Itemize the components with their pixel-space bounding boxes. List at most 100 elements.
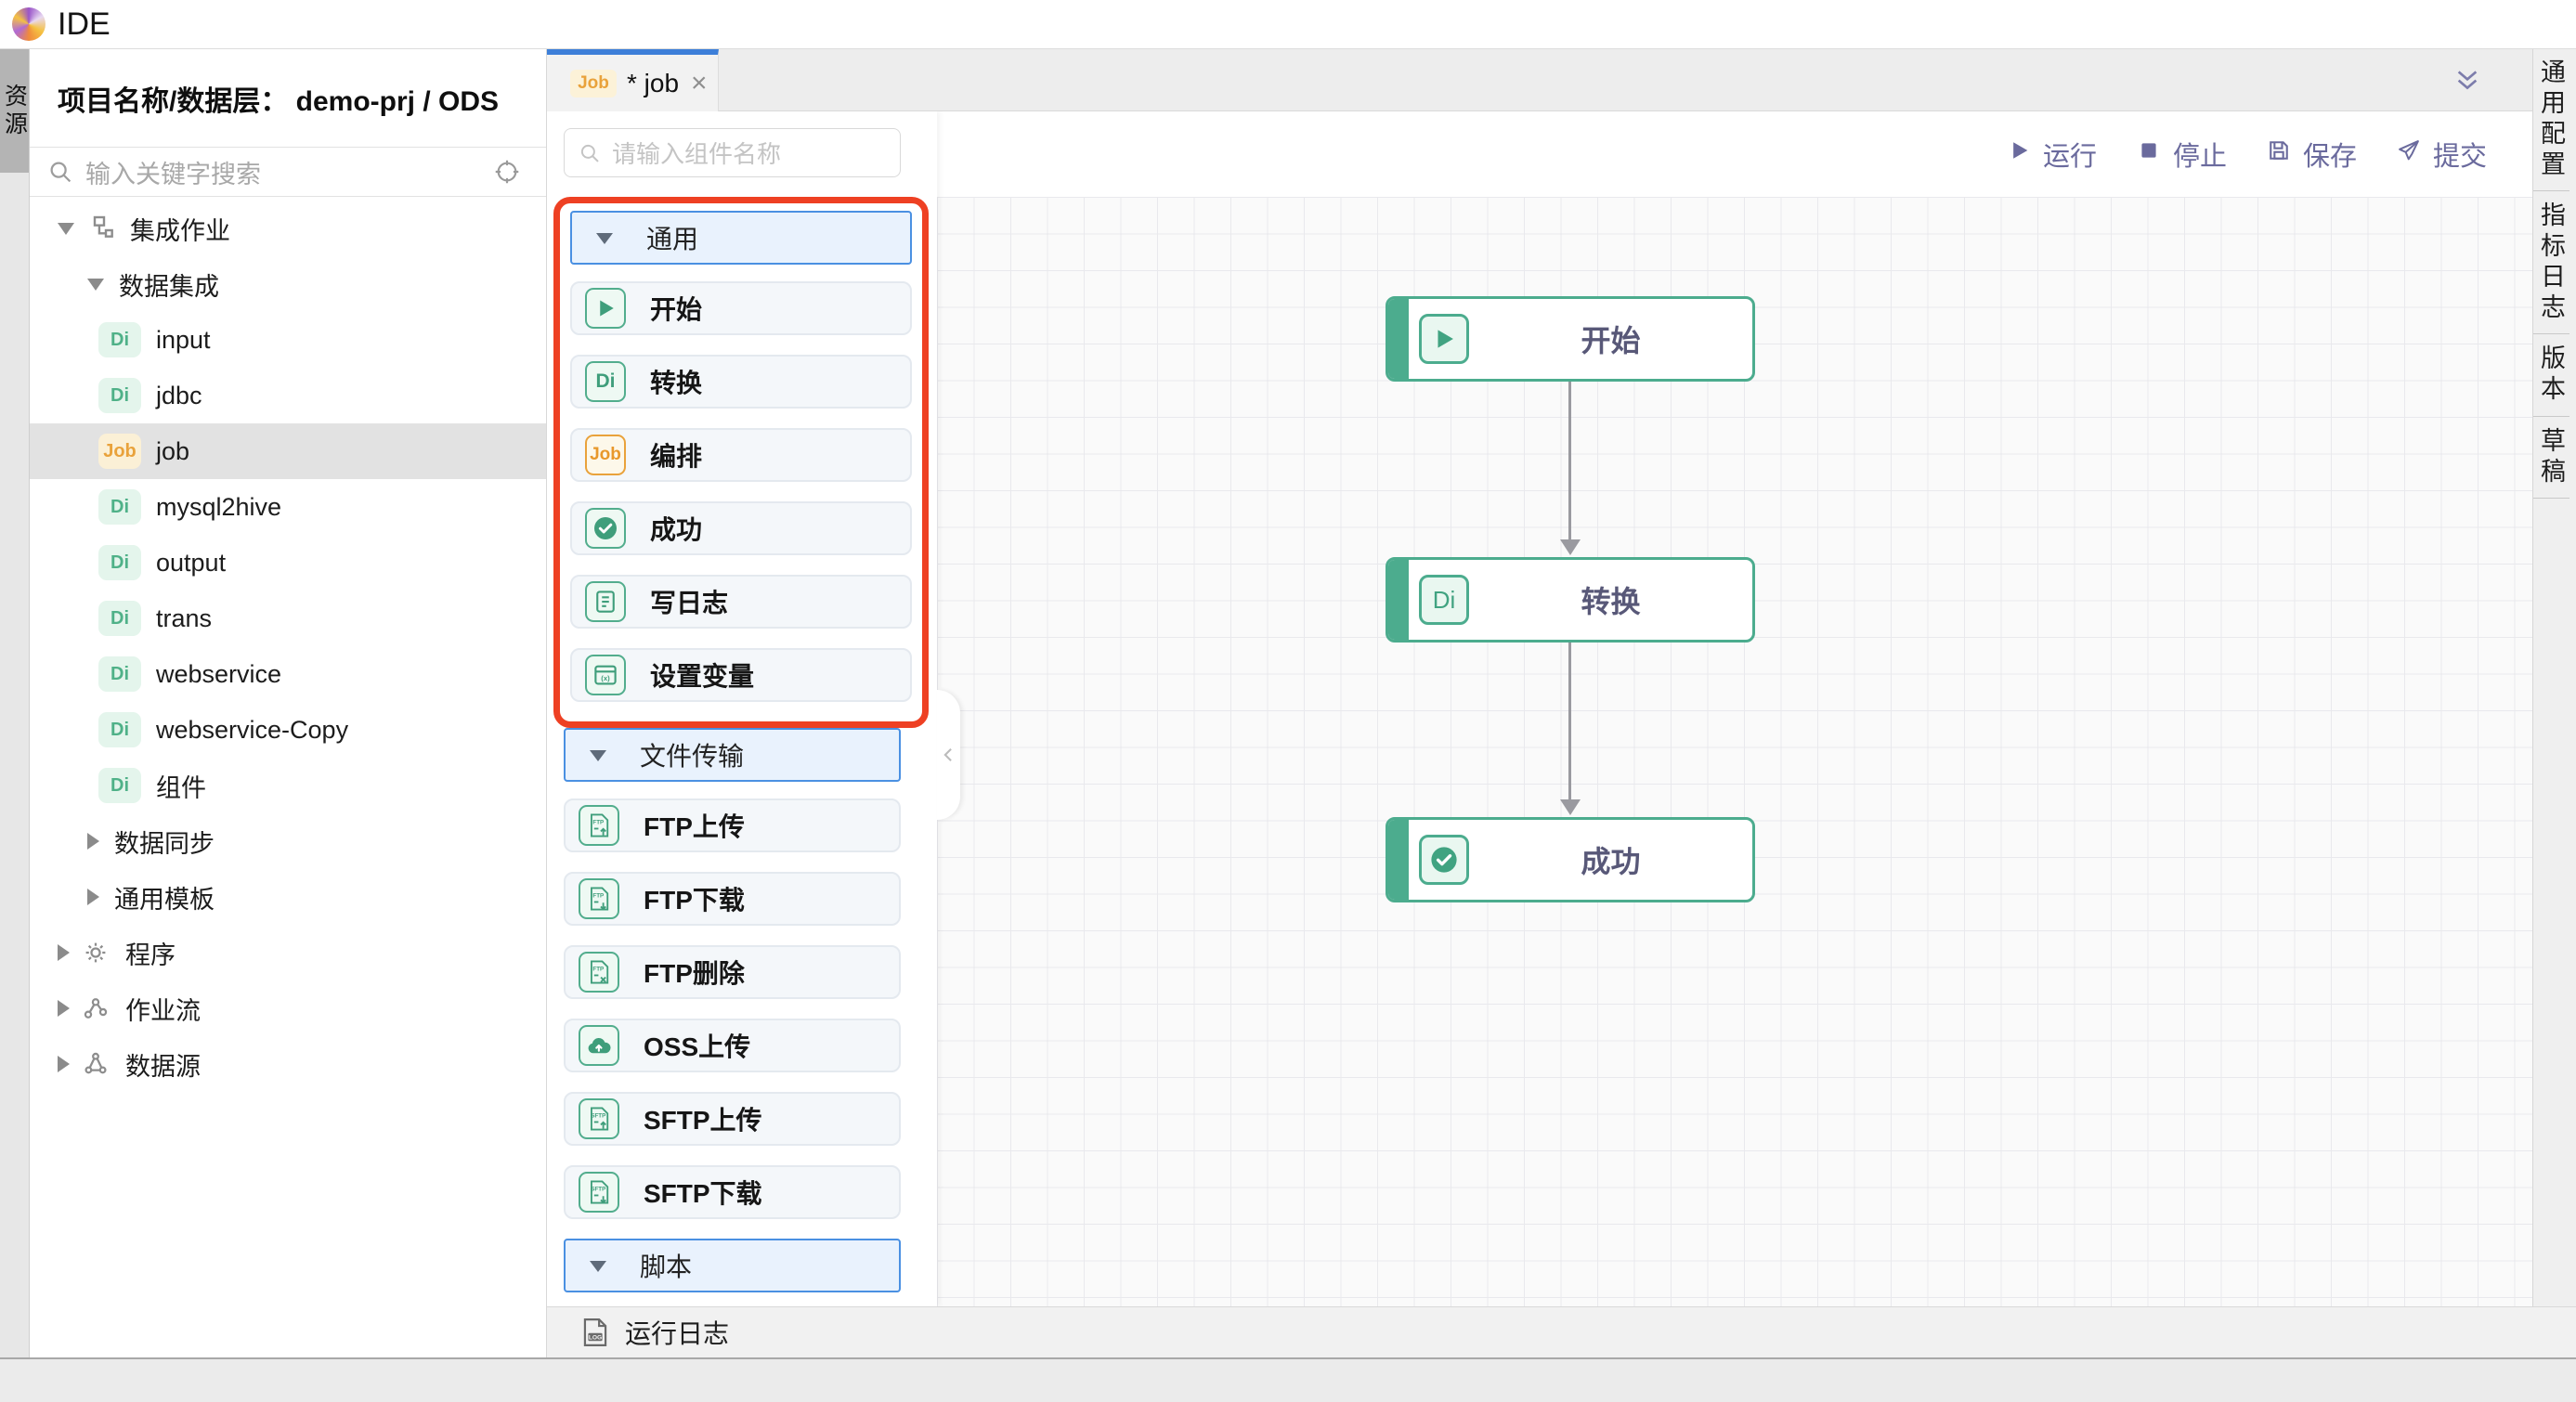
palette-collapse-handle[interactable] [937,690,960,820]
tree-item-作业流[interactable]: 作业流 [30,980,546,1036]
palette-section-通用[interactable]: 通用 [570,211,912,265]
tree-item-label: 数据集成 [119,272,219,301]
palette-item-OSS上传[interactable]: OSS上传 [564,1019,901,1072]
flow-edge [1568,643,1571,802]
node-title: 转换 [1581,585,1641,618]
tab-type-badge: Job [570,69,617,97]
right-tab-指标日志[interactable]: 指标日志 [2533,191,2569,334]
ftp-del-icon: FTP [579,952,619,993]
right-tab-版本[interactable]: 版本 [2533,334,2569,417]
tree-item-数据同步[interactable]: 数据同步 [30,813,546,869]
tree-item-label: 作业流 [125,996,201,1025]
tree-item-集成作业[interactable]: 集成作业 [30,201,546,256]
collapsed-arrow-icon[interactable] [58,1000,70,1017]
palette-item-label: SFTP上传 [644,1106,762,1135]
chevron-double-down-icon[interactable] [2452,65,2482,95]
collapsed-arrow-icon[interactable] [87,833,99,850]
tree-item-label: 集成作业 [130,216,230,245]
palette-section-脚本[interactable]: 脚本 [564,1239,901,1292]
palette-item-label: 写日志 [650,589,729,617]
submit-button[interactable]: 提交 [2396,135,2487,174]
datasource-icon [81,1049,111,1079]
run-label: 运行 [2042,142,2097,172]
svg-text:FTP: FTP [592,892,604,899]
stop-icon [2136,137,2162,171]
tree-item-label: 数据源 [125,1052,201,1081]
type-badge: Di [98,601,141,636]
run-log-bar[interactable]: LOG 运行日志 [547,1306,2576,1357]
collapsed-arrow-icon[interactable] [58,944,70,961]
svg-text:LOG: LOG [589,1335,602,1342]
expanded-arrow-icon[interactable] [58,222,74,235]
section-label: 通用 [646,225,699,253]
flow-node-成功[interactable]: 成功 [1386,817,1755,902]
right-tab-通用配置[interactable]: 通用配置 [2533,49,2569,191]
palette-item-成功[interactable]: 成功 [570,501,912,555]
expanded-arrow-icon[interactable] [87,278,104,291]
type-badge: Di [98,656,141,692]
palette-item-写日志[interactable]: 写日志 [570,575,912,629]
svg-text:FTP: FTP [592,819,604,825]
rail-tab-resources[interactable]: 资源 [0,49,29,173]
resource-explorer: 项目名称/数据层： demo-prj / ODS 输入关键字搜索 集成作业数据集… [30,49,547,1357]
ftp-down-icon: SFTP [579,1172,619,1213]
collapsed-arrow-icon[interactable] [87,889,99,905]
section-expand-icon [590,749,606,770]
palette-item-label: OSS上传 [644,1032,751,1061]
oss-icon [579,1025,619,1066]
save-button[interactable]: 保存 [2266,135,2357,174]
tree-item-程序[interactable]: 程序 [30,925,546,980]
tree-item-数据集成[interactable]: 数据集成 [30,256,546,312]
tree-item-label: output [156,548,227,577]
play-icon [1419,314,1469,364]
component-search-input[interactable]: 请输入组件名称 [564,128,901,177]
stop-button[interactable]: 停止 [2136,135,2227,174]
run-button[interactable]: 运行 [2006,135,2097,174]
palette-item-SFTP上传[interactable]: SFTP SFTP上传 [564,1092,901,1146]
search-icon [46,158,74,186]
ftp-up-icon: SFTP [579,1098,619,1139]
svg-text:(x): (x) [601,674,610,682]
palette-item-设置变量[interactable]: (x)设置变量 [570,648,912,702]
tree-item-label: job [156,436,190,465]
tree-item-通用模板[interactable]: 通用模板 [30,869,546,925]
collapsed-arrow-icon[interactable] [58,1056,70,1072]
right-tab-草稿[interactable]: 草稿 [2533,417,2569,499]
check-icon [1419,835,1469,885]
tree-item-label: 组件 [156,773,206,802]
node-accent-strip [1388,299,1409,379]
chevron-left-icon [943,748,952,761]
tab-close-icon[interactable]: × [691,67,708,98]
palette-item-label: 转换 [650,369,703,397]
search-icon [580,144,599,162]
palette-item-开始[interactable]: 开始 [570,281,912,335]
flow-edge-arrowhead-icon [1559,539,1581,565]
keyword-search-input[interactable]: 输入关键字搜索 [30,148,546,197]
palette-section-文件传输[interactable]: 文件传输 [564,728,901,782]
locate-icon[interactable] [492,157,522,187]
editor-tab-job[interactable]: Job * job × [547,49,719,111]
app-logo-icon [12,7,46,41]
tree-item-数据源[interactable]: 数据源 [30,1036,546,1092]
flow-node-开始[interactable]: 开始 [1386,296,1755,382]
node-accent-strip [1388,820,1409,900]
